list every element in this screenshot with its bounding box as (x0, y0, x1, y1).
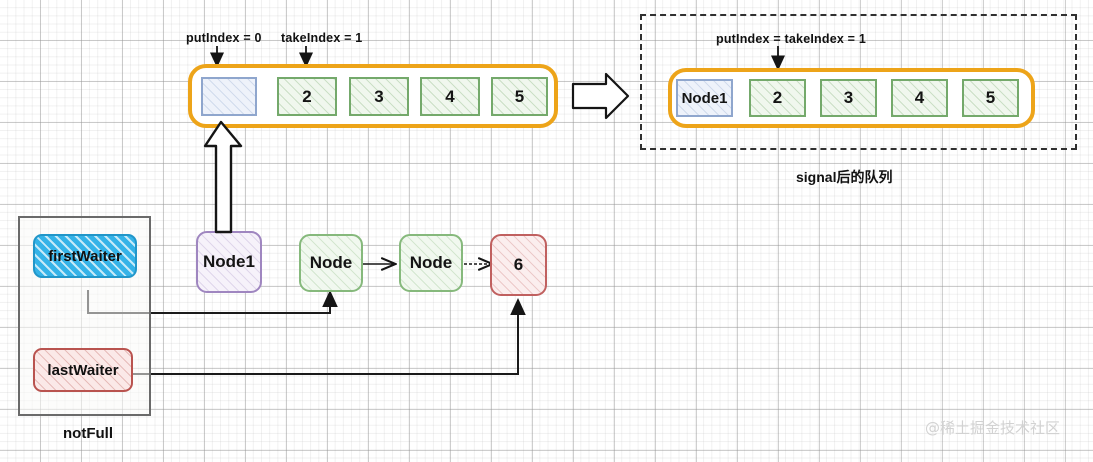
last-waiter-connector (124, 298, 526, 375)
node-chain-item-3[interactable]: 6 (490, 234, 547, 296)
take-index-label: takeIndex = 1 (281, 31, 363, 45)
first-waiter-box[interactable]: firstWaiter (33, 234, 137, 278)
right-index-label: putIndex = takeIndex = 1 (716, 32, 866, 46)
node-chain-item-1[interactable]: Node (299, 234, 363, 292)
signal-result-caption: signal后的队列 (796, 169, 893, 185)
right-queue-slot-0[interactable]: Node1 (676, 79, 733, 117)
left-queue-slot-0[interactable] (201, 77, 257, 116)
right-queue-slot-1[interactable]: 2 (749, 79, 806, 117)
enqueue-arrow-icon (203, 120, 243, 234)
last-waiter-box[interactable]: lastWaiter (33, 348, 133, 392)
put-index-label: putIndex = 0 (186, 31, 262, 45)
right-queue-slot-3[interactable]: 4 (891, 79, 948, 117)
right-queue-slot-4[interactable]: 5 (962, 79, 1019, 117)
node-chain-item-2[interactable]: Node (399, 234, 463, 292)
left-queue-slot-1[interactable]: 2 (277, 77, 337, 116)
right-queue-slot-2[interactable]: 3 (820, 79, 877, 117)
left-queue-slot-3[interactable]: 4 (420, 77, 480, 116)
left-queue-slot-4[interactable]: 5 (491, 77, 548, 116)
watermark: @稀土掘金技术社区 (925, 419, 1061, 437)
signal-result-panel (640, 14, 1077, 150)
not-full-label: notFull (63, 425, 113, 442)
node-chain-item-0[interactable]: Node1 (196, 231, 262, 293)
left-queue-slot-2[interactable]: 3 (349, 77, 409, 116)
transition-arrow-icon (571, 72, 630, 120)
